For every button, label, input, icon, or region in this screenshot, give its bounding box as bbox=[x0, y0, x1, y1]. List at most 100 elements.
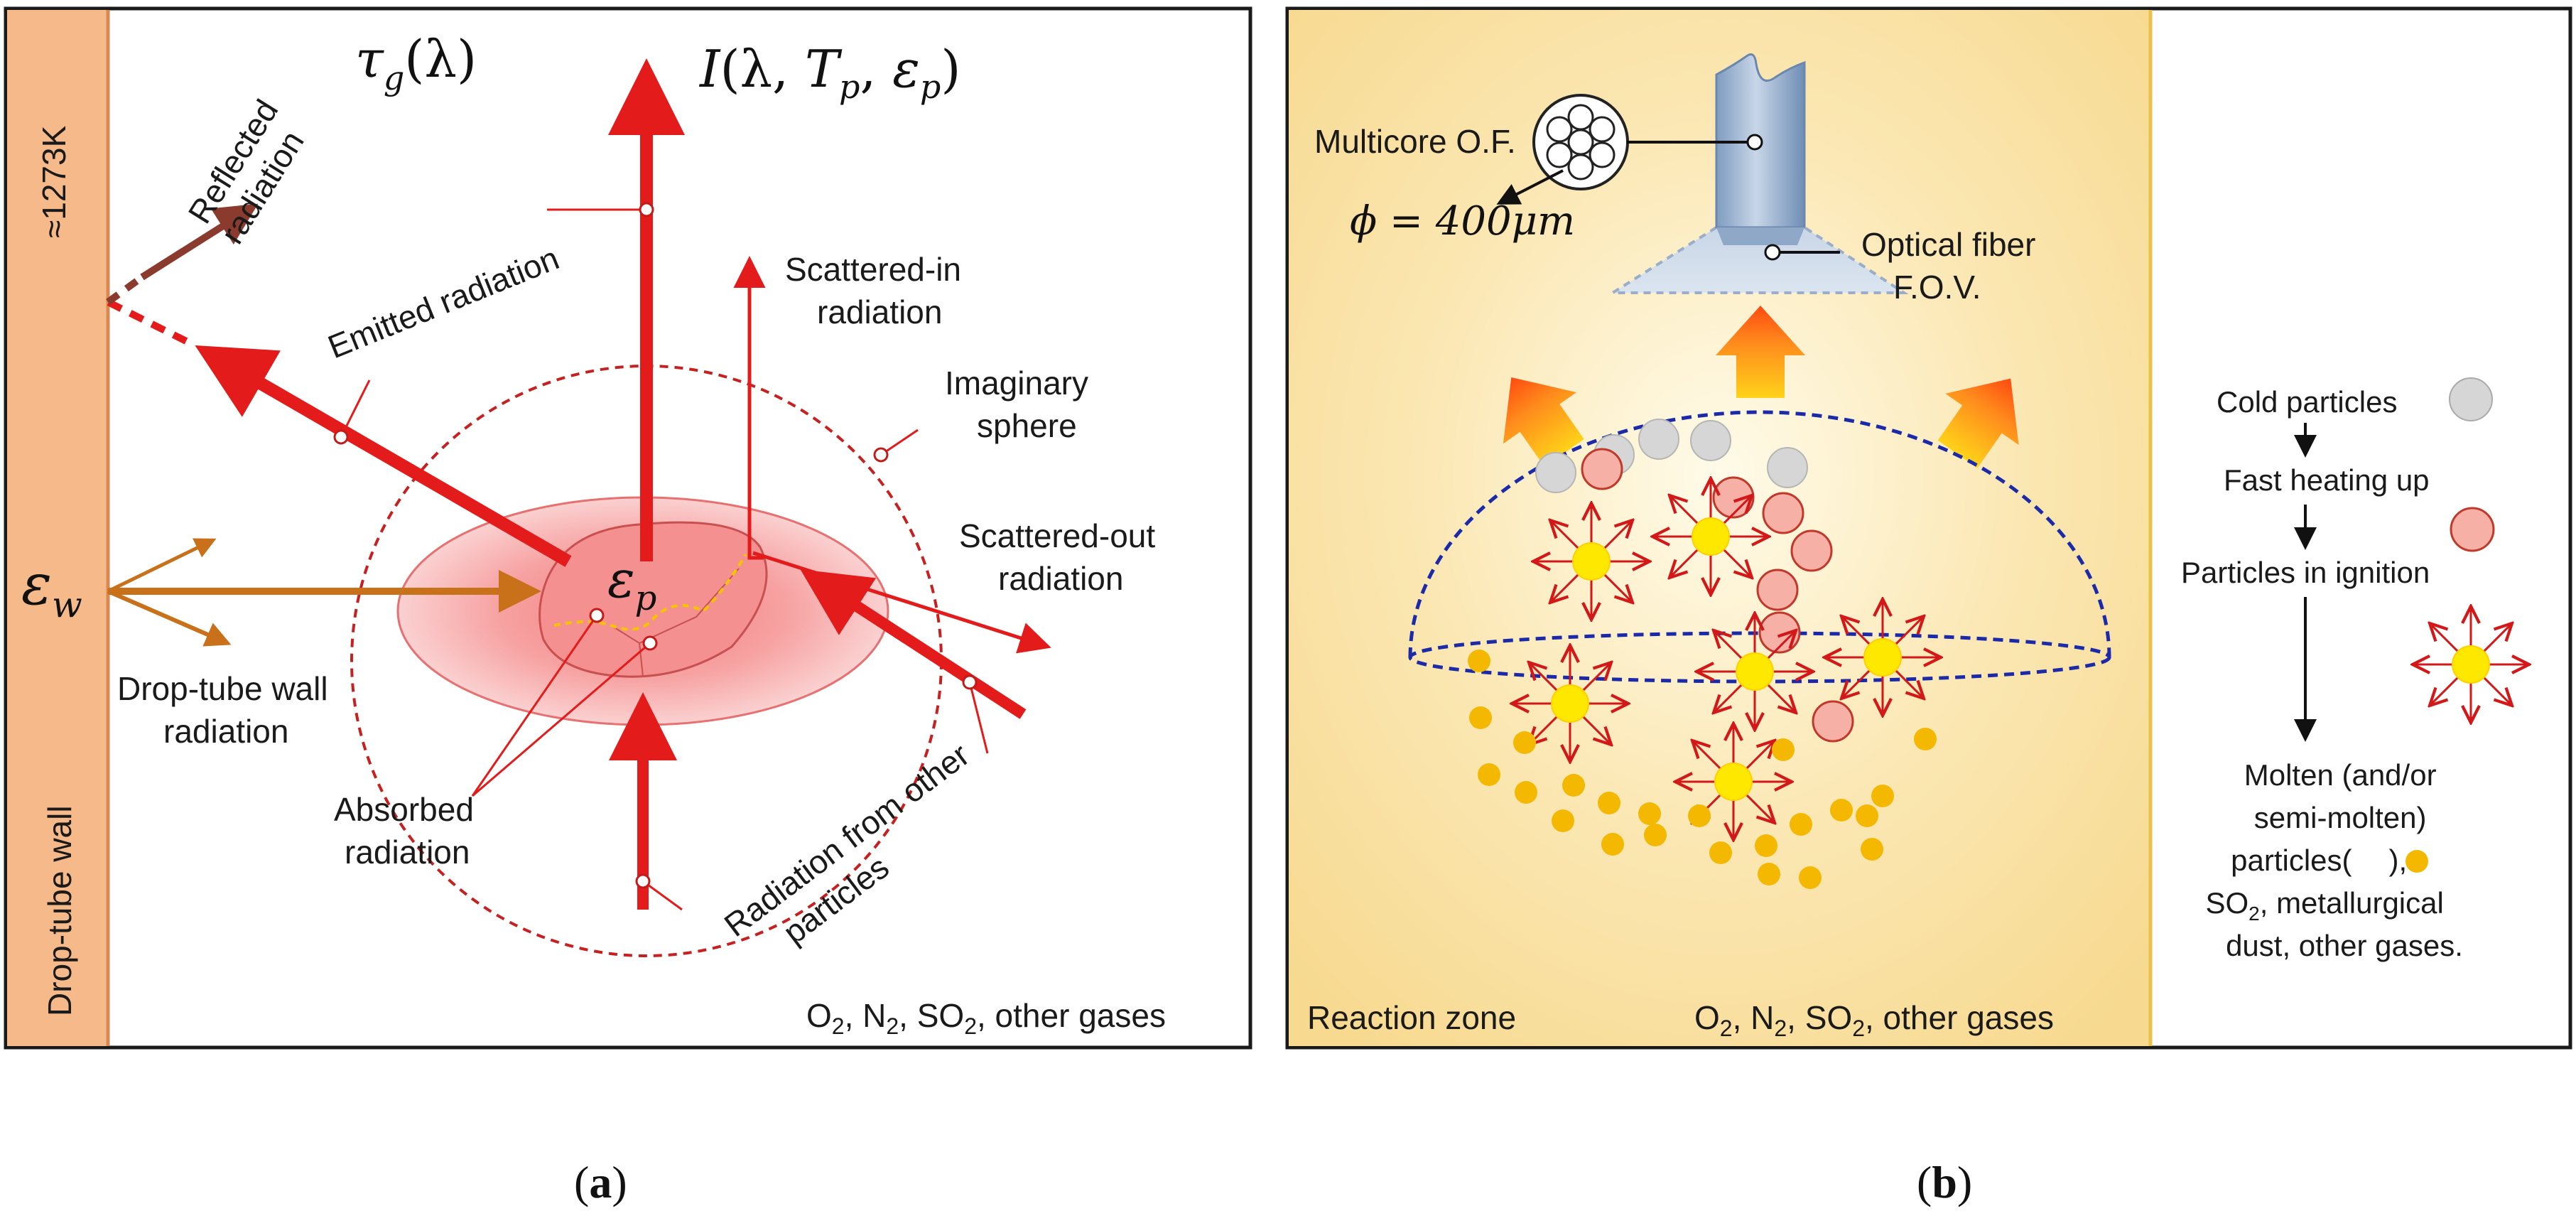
leader-emitted bbox=[340, 379, 371, 438]
wall-radiation-up-arrow bbox=[107, 538, 217, 593]
molten-particle bbox=[1515, 781, 1537, 804]
igniting-core bbox=[1551, 684, 1589, 723]
cold-particle bbox=[1767, 447, 1808, 488]
spark-ray bbox=[1692, 740, 1721, 770]
spark-ray bbox=[1550, 573, 1579, 603]
heating-particle bbox=[1790, 529, 1833, 572]
spark-ray bbox=[1746, 794, 1775, 823]
spark-ray bbox=[1895, 616, 1924, 645]
heating-particle bbox=[1756, 569, 1799, 611]
spark-ray bbox=[1723, 549, 1752, 578]
caption-b: (b) bbox=[1917, 1157, 1972, 1207]
leader-other-1 bbox=[968, 682, 989, 754]
spark-ray bbox=[1669, 549, 1699, 578]
tau-label: τg(λ) bbox=[355, 29, 477, 97]
spark-ray bbox=[1841, 669, 1871, 699]
cold-particle bbox=[1690, 420, 1731, 461]
legend-cold: Cold particles bbox=[2217, 385, 2397, 419]
leader-dot bbox=[635, 873, 651, 889]
spark-ray bbox=[1767, 684, 1796, 713]
igniting-core bbox=[1863, 638, 1902, 677]
spark-ray bbox=[2430, 677, 2459, 706]
cold-particle bbox=[1535, 452, 1576, 493]
igniting-particle bbox=[1533, 503, 1650, 620]
leader-dot bbox=[1746, 134, 1763, 151]
phi-arrow bbox=[1496, 169, 1564, 205]
reflected-dashed bbox=[106, 274, 144, 306]
spark-ray bbox=[1603, 520, 1633, 549]
molten-particle bbox=[1478, 763, 1500, 786]
legend-molten-swatch bbox=[2405, 850, 2428, 873]
emitted-diagonal-arrow bbox=[195, 345, 572, 567]
molten-particle bbox=[1598, 792, 1620, 814]
legend-warm-swatch bbox=[2450, 507, 2495, 552]
gases-label-b: O2, N2, SO2, other gases bbox=[1694, 999, 2054, 1041]
reaction-zone-label: Reaction zone bbox=[1307, 999, 1516, 1036]
heating-particle bbox=[1762, 492, 1804, 534]
molten-particle bbox=[1638, 802, 1661, 825]
multicore-cross-section bbox=[1532, 94, 1629, 190]
leader-absorbed-2 bbox=[472, 642, 651, 797]
leader-dot bbox=[1764, 244, 1781, 261]
heating-particle bbox=[1712, 476, 1755, 519]
reflected-arrow bbox=[140, 203, 259, 281]
molten-particle bbox=[1830, 799, 1853, 822]
particle-facet bbox=[610, 568, 740, 645]
leader-dot bbox=[589, 608, 605, 623]
phi-label: ϕ = 400μm bbox=[1350, 198, 1575, 244]
molten-particle bbox=[1552, 809, 1574, 832]
molten-particle bbox=[1469, 706, 1492, 729]
molten-particle bbox=[1688, 804, 1711, 827]
molten-particle bbox=[1513, 731, 1536, 754]
leader-absorbed-1 bbox=[471, 615, 598, 797]
spark-ray bbox=[2430, 623, 2459, 652]
leader-dot bbox=[962, 674, 978, 690]
legend-molten: Molten (and/or semi-molten) particles(),… bbox=[2205, 758, 2462, 962]
molten-particle bbox=[1562, 774, 1585, 797]
molten-particle bbox=[1799, 866, 1822, 889]
molten-particle bbox=[1914, 728, 1937, 750]
spark-ray bbox=[1895, 669, 1924, 699]
eps-p-label: εp bbox=[607, 549, 656, 618]
spark-ray bbox=[1582, 662, 1611, 691]
molten-particle bbox=[1709, 841, 1732, 864]
particles bbox=[1468, 419, 1941, 889]
legend-fast: Fast heating up bbox=[2224, 463, 2430, 497]
radiation-up-arrow-right bbox=[1937, 378, 2019, 468]
molten-particle bbox=[1644, 824, 1667, 846]
fiber-fov bbox=[1608, 226, 1909, 294]
radiation-up-arrow-center bbox=[1716, 306, 1805, 398]
particle-path bbox=[553, 553, 747, 631]
heating-particle bbox=[1812, 700, 1854, 743]
legend-cold-swatch bbox=[2449, 377, 2493, 421]
drop-tube-wall bbox=[7, 10, 108, 1046]
molten-particle bbox=[1790, 813, 1812, 836]
igniting-particle bbox=[1652, 478, 1769, 595]
cold-particle bbox=[1638, 419, 1679, 460]
legend: Cold particles Fast heating up Particles… bbox=[2181, 377, 2529, 962]
molten-particle bbox=[1856, 804, 1878, 827]
spark-ray bbox=[1669, 495, 1699, 524]
spark-ray bbox=[2483, 677, 2512, 706]
heating-particle bbox=[1581, 448, 1623, 490]
igniting-particle bbox=[1512, 645, 1628, 762]
spark-ray bbox=[2483, 623, 2512, 652]
molten-particle bbox=[1861, 838, 1883, 861]
spark-ray bbox=[1841, 616, 1871, 645]
multicore-label: Multicore O.F. bbox=[1314, 123, 1516, 160]
eps-w-label: εw bbox=[21, 551, 82, 625]
spark-ray bbox=[1529, 662, 1558, 691]
molten-particle bbox=[1772, 738, 1795, 761]
particle-body bbox=[539, 521, 768, 678]
wall-label: Drop-tube wall bbox=[41, 805, 78, 1016]
spark-ray bbox=[1714, 684, 1743, 713]
leader-dot bbox=[642, 635, 658, 651]
igniting-core bbox=[1736, 652, 1774, 691]
spark-ray bbox=[1714, 630, 1743, 659]
particle-facet bbox=[639, 642, 644, 677]
igniting-core bbox=[2452, 645, 2490, 684]
